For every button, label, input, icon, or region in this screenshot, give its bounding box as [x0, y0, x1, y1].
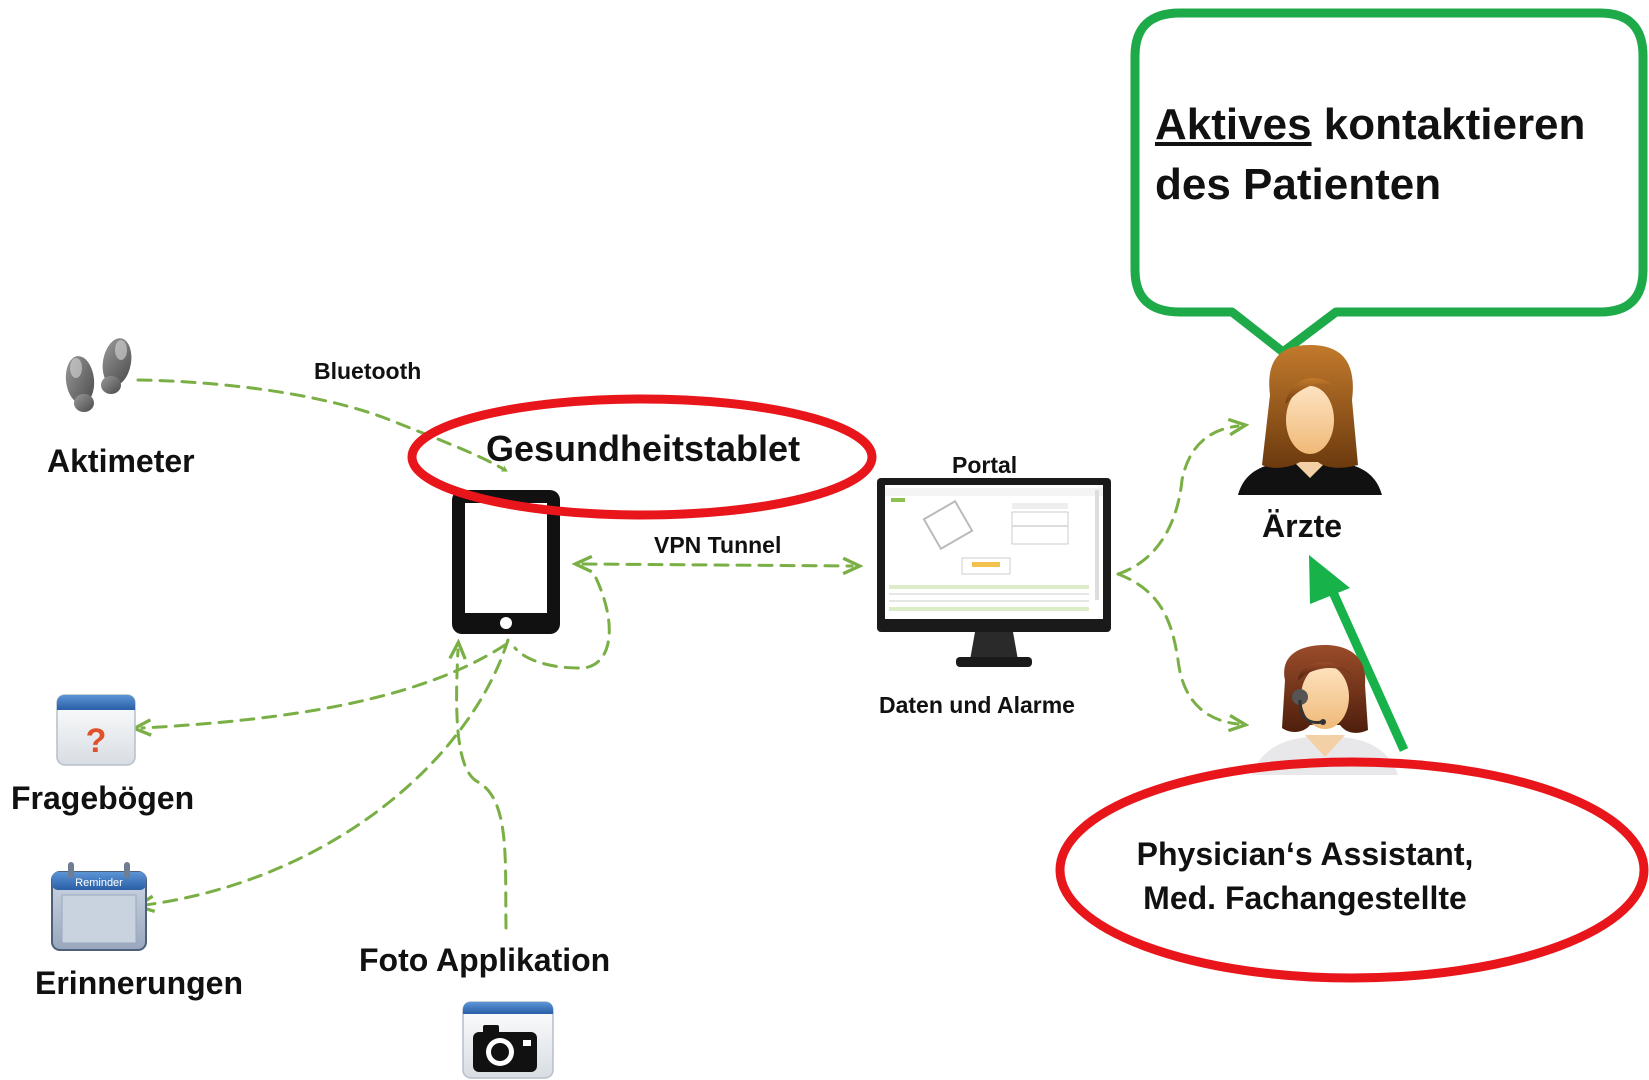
bluetooth-label: Bluetooth: [314, 358, 422, 384]
edge-bluetooth: [136, 378, 508, 472]
callout-emphasis: Aktives: [1155, 100, 1312, 149]
assistant-avatar-icon: [1252, 645, 1398, 775]
doctor-avatar-icon: [1238, 345, 1382, 495]
camera-icon: [462, 1001, 554, 1079]
tablet-label: Gesundheitstablet: [486, 428, 801, 469]
edge-fragebogen: [142, 643, 507, 728]
edge-erinnerungen: [145, 638, 510, 905]
callout-line1-rest: kontaktieren: [1311, 100, 1586, 149]
aktimeter-label: Aktimeter: [47, 443, 195, 479]
edge-portal-aerzte: [1116, 426, 1238, 576]
edge-tablet-loop: [513, 576, 611, 670]
connectors: [136, 378, 1238, 930]
callout-line1: Aktives kontaktieren: [1155, 95, 1625, 155]
assistant-label: Physician‘s Assistant, Med. Fachangestel…: [1095, 832, 1515, 920]
edge-vpn: [583, 564, 852, 566]
svg-text:?: ?: [86, 722, 107, 760]
assistant-label-line1: Physician‘s Assistant,: [1136, 836, 1474, 872]
footprints-icon: [65, 338, 132, 412]
questionnaire-icon: ?: [56, 694, 136, 766]
aerzte-label: Ärzte: [1262, 508, 1343, 544]
edge-portal-assistant: [1116, 572, 1238, 724]
erinnerungen-label: Erinnerungen: [35, 965, 244, 1001]
highlight-ring-assistant: [1055, 757, 1649, 983]
escalation-arrow: [1309, 555, 1409, 752]
tablet-icon: [452, 490, 560, 634]
monitor-icon: [877, 478, 1111, 667]
callout-bubble: [1130, 8, 1648, 357]
callout-text: Aktives kontaktieren des Patienten: [1155, 95, 1625, 215]
fragebogen-label: Fragebögen: [11, 780, 195, 816]
highlight-ring-tablet: [407, 394, 877, 520]
reminder-icon-label: Reminder: [75, 877, 123, 889]
assistant-label-line2: Med. Fachangestellte: [1143, 880, 1467, 916]
edge-foto: [457, 650, 508, 930]
reminder-icon: Reminder: [51, 862, 147, 951]
vpn-label: VPN Tunnel: [654, 532, 782, 558]
portal-caption: Daten und Alarme: [879, 692, 1075, 718]
foto-label: Foto Applikation: [359, 942, 611, 978]
portal-label: Portal: [952, 452, 1018, 478]
callout-line2: des Patienten: [1155, 160, 1442, 209]
